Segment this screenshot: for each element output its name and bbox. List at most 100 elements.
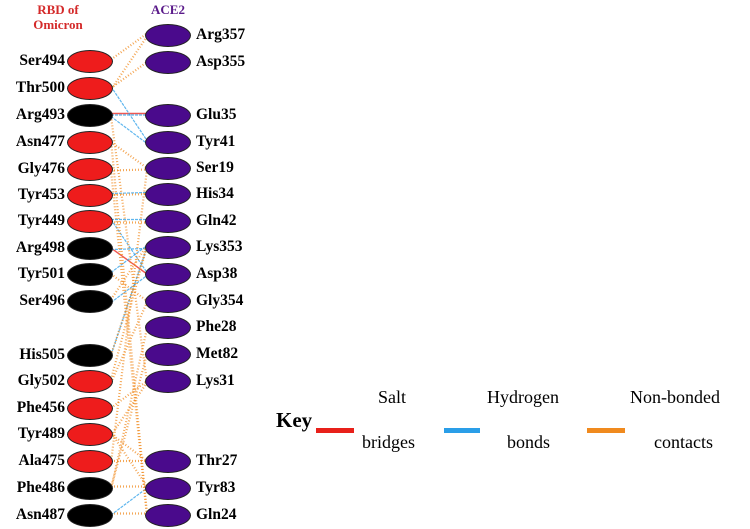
rbd-residue-node: [67, 157, 113, 181]
ace2-residue-node: [145, 449, 191, 473]
interaction-line-hydrogen-bond: [110, 86, 148, 141]
rbd-residue-node: [67, 236, 113, 260]
ace2-residue-node: [145, 289, 191, 313]
rbd-residue-node: [67, 449, 113, 473]
rbd-residue-node: [67, 422, 113, 446]
rbd-residue-node: [67, 262, 113, 286]
rbd-residue-node: [67, 396, 113, 420]
ace2-residue-node: [145, 235, 191, 259]
interaction-line-non-bonded: [110, 273, 148, 302]
ace2-residue-label: Tyr41: [196, 133, 236, 150]
interaction-line-hydrogen-bond: [110, 116, 148, 144]
interaction-line-non-bonded: [109, 140, 149, 514]
interaction-line-non-bonded: [110, 244, 148, 301]
non-bonded-label-line1: Non-bonded: [630, 387, 720, 407]
rbd-residue-node: [67, 103, 113, 127]
rbd-residue-node: [67, 49, 113, 73]
rbd-residue-label: Gly502: [17, 372, 65, 389]
interaction-line-non-bonded: [110, 141, 148, 169]
rbd-residue-label: Gly476: [17, 160, 65, 177]
interaction-line-non-bonded: [110, 35, 148, 91]
ace2-residue-label: Gln42: [196, 212, 237, 229]
ace2-residue-node: [145, 503, 191, 527]
interaction-line-non-bonded: [109, 169, 149, 463]
interaction-line-salt-bridge: [110, 247, 148, 275]
rbd-residue-label: Asn487: [15, 506, 65, 523]
ace2-residue-label: Phe28: [196, 318, 237, 335]
ace2-residue-node: [145, 103, 191, 127]
interaction-line-non-bonded: [109, 246, 149, 356]
rbd-residue-node: [67, 369, 113, 393]
ace2-residue-label: Lys353: [196, 238, 243, 255]
ace2-residue-label: Asp355: [196, 53, 246, 70]
ace2-residue-node: [145, 342, 191, 366]
ace2-residue-node: [145, 369, 191, 393]
rbd-residue-label: Ser494: [19, 52, 65, 69]
ace2-residue-node: [145, 50, 191, 74]
rbd-residue-label: Arg493: [15, 106, 65, 123]
non-bonded-swatch: [587, 428, 625, 433]
interaction-line-non-bonded: [109, 328, 149, 490]
ace2-residue-label: Ser19: [196, 159, 234, 176]
ace2-residue-label: Tyr83: [196, 479, 236, 496]
hydrogen-bond-swatch: [444, 428, 480, 433]
rbd-residue-label: Tyr501: [17, 265, 65, 282]
ace2-residue-label: Lys31: [196, 372, 235, 389]
ace2-residue-label: Asp38: [196, 265, 238, 282]
interaction-line-hydrogen-bond: [110, 487, 148, 516]
ace2-residue-node: [145, 262, 191, 286]
ace2-residue-node: [145, 476, 191, 500]
interaction-line-hydrogen-bond: [110, 275, 148, 303]
rbd-residue-node: [67, 76, 113, 100]
rbd-residue-label: Arg498: [15, 239, 65, 256]
hydrogen-bond-label-line1: Hydrogen: [487, 387, 559, 407]
rbd-residue-node: [67, 503, 113, 527]
rbd-residue-node: [67, 209, 113, 233]
interaction-line-non-bonded: [109, 245, 149, 380]
rbd-residue-label: Ala475: [18, 452, 66, 469]
hydrogen-bond-label-line2: bonds: [507, 432, 551, 452]
interaction-line-hydrogen-bond: [110, 245, 148, 273]
rbd-residue-label: Tyr453: [17, 186, 65, 203]
rbd-header-line1: RBD of: [37, 2, 79, 17]
ace2-residue-node: [145, 209, 191, 233]
rbd-header-line2: Omicron: [33, 17, 83, 32]
rbd-residue-label: Asn477: [15, 133, 65, 150]
rbd-residue-node: [67, 289, 113, 313]
interaction-line-non-bonded: [110, 381, 148, 437]
interaction-line-non-bonded: [110, 431, 148, 488]
ace2-residue-node: [145, 130, 191, 154]
ace2-residue-label: Glu35: [196, 106, 237, 123]
interaction-line-non-bonded: [110, 168, 148, 172]
salt-bridge-swatch: [316, 428, 354, 433]
interaction-line-hydrogen-bond: [110, 191, 148, 195]
rbd-header: RBD of Omicron: [18, 2, 98, 32]
ace2-residue-node: [145, 23, 191, 47]
rbd-residue-label: Tyr489: [17, 425, 65, 442]
rbd-residue-label: Tyr449: [17, 212, 65, 229]
ace2-header: ACE2: [151, 2, 185, 17]
rbd-residue-label: Ser496: [19, 292, 65, 309]
ace2-residue-label: His34: [196, 185, 234, 202]
salt-bridge-label-line2: bridges: [362, 432, 415, 452]
ace2-residue-label: Arg357: [196, 26, 246, 43]
ace2-residue-label: Gln24: [196, 506, 237, 523]
rbd-residue-node: [67, 183, 113, 207]
rbd-residue-label: His505: [19, 346, 65, 363]
ace2-residue-label: Met82: [196, 345, 239, 362]
interaction-line-hydrogen-bond: [110, 247, 148, 251]
interaction-line-non-bonded: [110, 61, 148, 89]
rbd-residue-label: Phe456: [16, 399, 65, 416]
ace2-residue-node: [145, 182, 191, 206]
rbd-residue-label: Thr500: [15, 79, 65, 96]
salt-bridge-label-line1: Salt: [378, 387, 407, 407]
interaction-line-non-bonded: [109, 170, 149, 517]
non-bonded-label-line2: contacts: [654, 432, 713, 452]
rbd-residue-node: [67, 476, 113, 500]
interaction-line-non-bonded: [110, 32, 148, 61]
ace2-residue-node: [145, 156, 191, 180]
rbd-residue-label: Phe486: [16, 479, 65, 496]
rbd-residue-node: [67, 343, 113, 367]
